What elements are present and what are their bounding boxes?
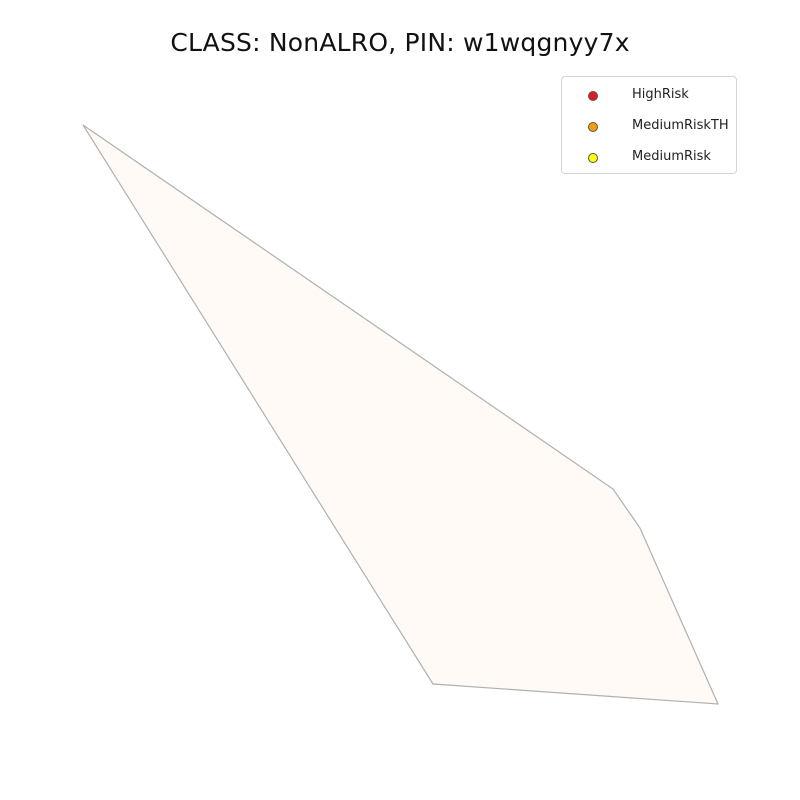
legend-marker-highrisk <box>588 91 598 101</box>
legend-item-highrisk: HighRisk <box>562 86 738 106</box>
legend-label: HighRisk <box>632 87 689 102</box>
parcel-polygon <box>82 124 719 705</box>
map-title: CLASS: NonALRO, PIN: w1wqgnyy7x <box>170 28 630 57</box>
legend-item-mediumrisk: MediumRisk <box>562 148 738 168</box>
legend: HighRisk MediumRiskTH MediumRisk <box>561 76 737 174</box>
legend-label: MediumRisk <box>632 149 711 164</box>
legend-item-mediumriskth: MediumRiskTH <box>562 117 738 137</box>
legend-marker-mediumrisk <box>588 153 598 163</box>
legend-marker-mediumriskth <box>588 122 598 132</box>
legend-label: MediumRiskTH <box>632 118 729 133</box>
